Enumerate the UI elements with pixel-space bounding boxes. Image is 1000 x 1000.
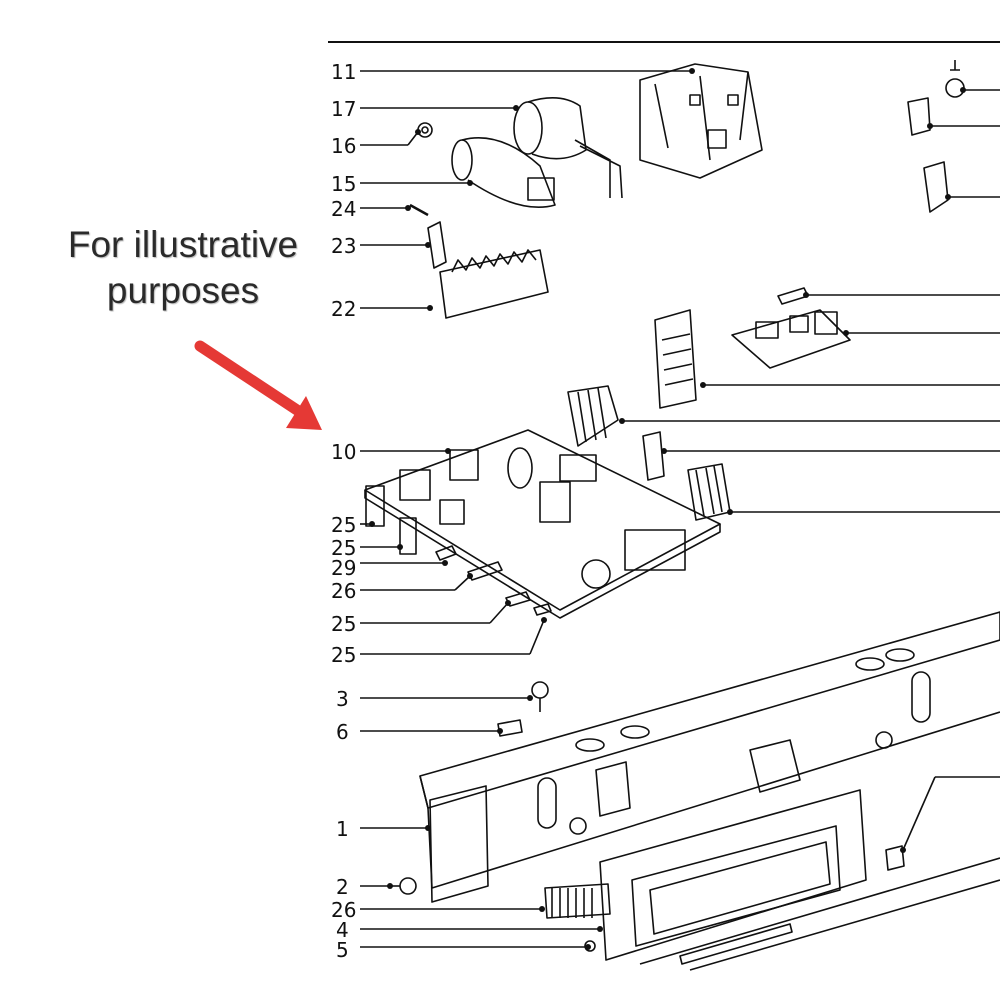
callout-23: 23	[331, 234, 356, 258]
callout-2: 2	[336, 875, 349, 899]
note-line-1: For illustrative	[67, 224, 299, 265]
callout-1: 1	[336, 817, 349, 841]
note-line-2: purposes	[106, 270, 260, 311]
callout-11: 11	[331, 60, 356, 84]
callout-25-d: 25	[331, 643, 356, 667]
callout-5: 5	[336, 938, 349, 962]
callout-24: 24	[331, 197, 356, 221]
callout-17: 17	[331, 97, 356, 121]
callout-25-c: 25	[331, 612, 356, 636]
callout-16: 16	[331, 134, 356, 158]
callout-3: 3	[336, 687, 349, 711]
callout-6: 6	[336, 720, 349, 744]
callout-25-b: 25	[331, 536, 356, 560]
callout-26-b: 26	[331, 898, 356, 922]
callout-10: 10	[331, 440, 356, 464]
callout-22: 22	[331, 297, 356, 321]
illustrative-note: For illustrative purposes	[18, 222, 348, 314]
callout-15: 15	[331, 172, 356, 196]
callout-26-a: 26	[331, 579, 356, 603]
callout-25-a: 25	[331, 513, 356, 537]
callout-4: 4	[336, 918, 349, 942]
red-arrow-icon	[194, 340, 322, 430]
callout-29: 29	[331, 556, 356, 580]
